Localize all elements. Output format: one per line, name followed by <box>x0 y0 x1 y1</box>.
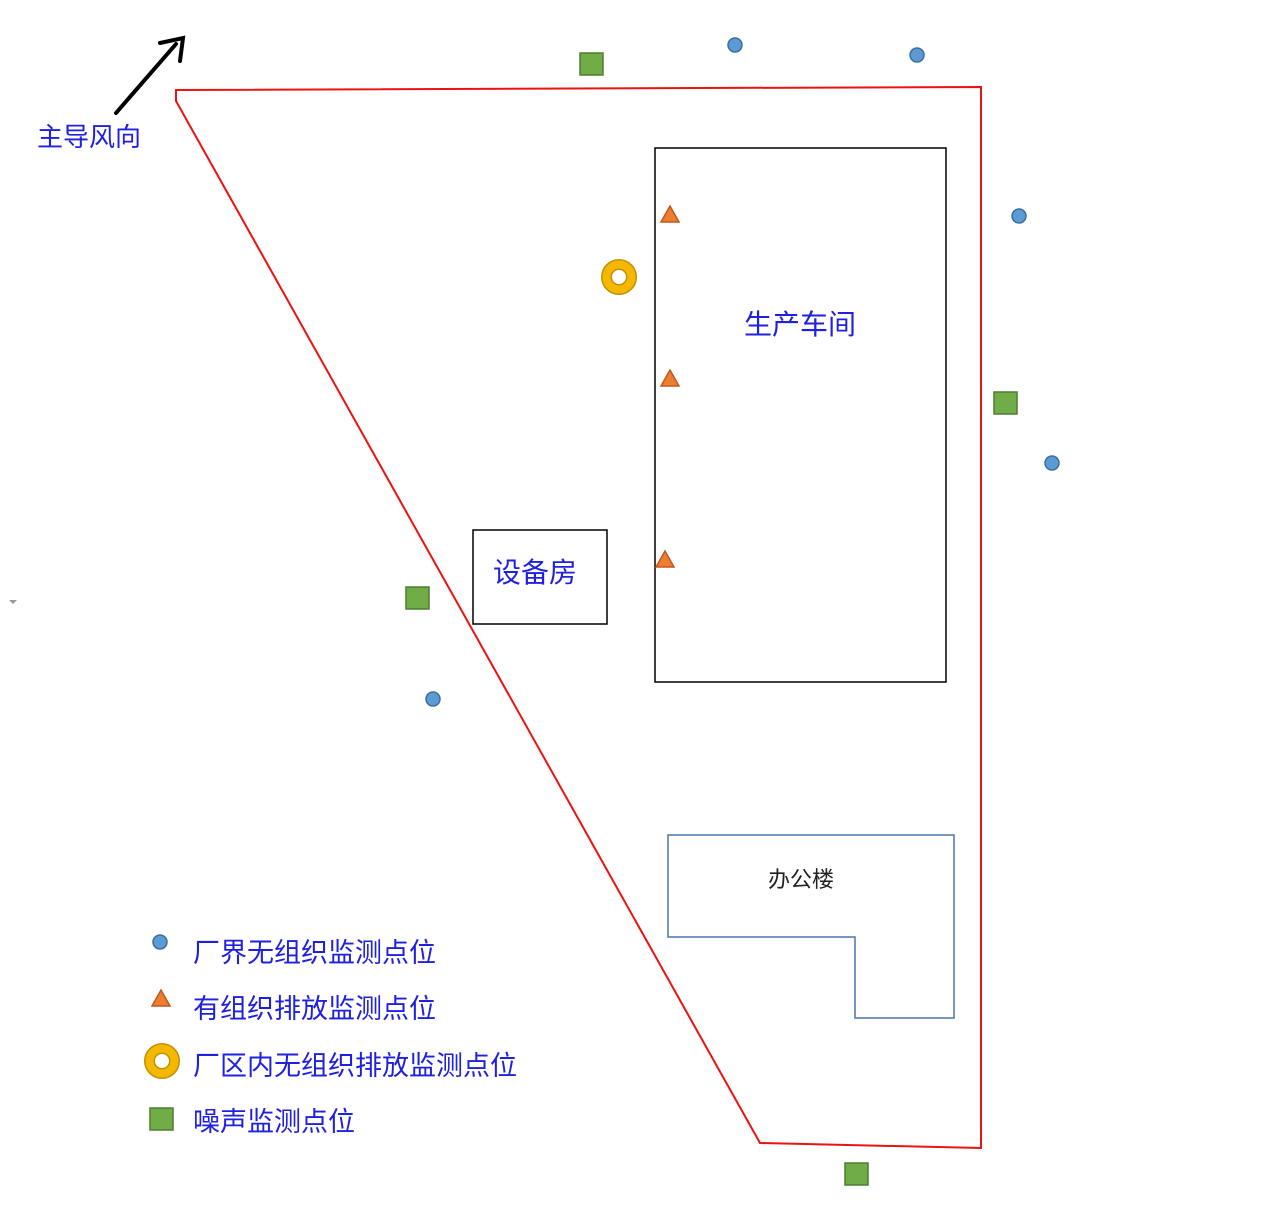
factory-boundary <box>175 85 982 1150</box>
monitoring-point-circle <box>1011 208 1027 224</box>
legend-item-triangle: 有组织排放监测点位 <box>150 988 436 1025</box>
monitoring-point-ring-fill <box>602 260 636 294</box>
monitoring-point-triangle <box>654 549 676 568</box>
collapse-caret-icon[interactable] <box>9 600 17 604</box>
equipment-room-label: 设备房 <box>493 556 577 589</box>
arrow-up-right-icon <box>114 42 178 115</box>
legend-label: 厂区内无组织排放监测点位 <box>193 1051 517 1082</box>
legend-square-icon <box>149 1107 174 1131</box>
legend-triangle-icon <box>150 988 172 1007</box>
monitoring-point-square <box>579 52 604 76</box>
legend-item-ring: 厂区内无组织排放监测点位 <box>144 1043 517 1082</box>
legend-label: 厂界无组织监测点位 <box>193 938 436 969</box>
monitoring-point-triangle <box>659 204 681 223</box>
wind-direction-label: 主导风向 <box>37 123 141 153</box>
legend-item-circle: 厂界无组织监测点位 <box>152 934 436 969</box>
monitoring-point-circle <box>1044 455 1060 471</box>
legend-label: 有组织排放监测点位 <box>193 994 436 1025</box>
office-label: 办公楼 <box>768 868 834 893</box>
office-building <box>667 834 955 1019</box>
monitoring-point-circle <box>425 691 441 707</box>
legend-ring-fill <box>145 1044 179 1078</box>
equipment-room <box>472 529 608 625</box>
boundary-fugitive-points <box>425 37 1060 707</box>
production-workshop <box>654 147 947 683</box>
monitoring-point-circle <box>909 47 925 63</box>
monitoring-point-square <box>844 1162 869 1186</box>
monitoring-point-triangle <box>659 368 681 387</box>
arrow-head <box>158 35 186 63</box>
legend-item-square: 噪声监测点位 <box>149 1107 355 1138</box>
wind-direction-arrow <box>114 35 186 115</box>
noise-points <box>405 52 1018 1186</box>
legend-label: 噪声监测点位 <box>193 1107 355 1138</box>
workshop-label: 生产车间 <box>744 308 856 341</box>
monitoring-point-square <box>993 391 1018 415</box>
in-plant-fugitive-points <box>601 259 637 295</box>
legend-circle-icon <box>152 934 168 950</box>
organized-emission-points <box>654 204 681 568</box>
legend: 厂界无组织监测点位 有组织排放监测点位 厂区内无组织排放监测点位 噪声监测点位 <box>144 934 517 1138</box>
monitoring-point-circle <box>727 37 743 53</box>
monitoring-point-square <box>405 586 430 610</box>
